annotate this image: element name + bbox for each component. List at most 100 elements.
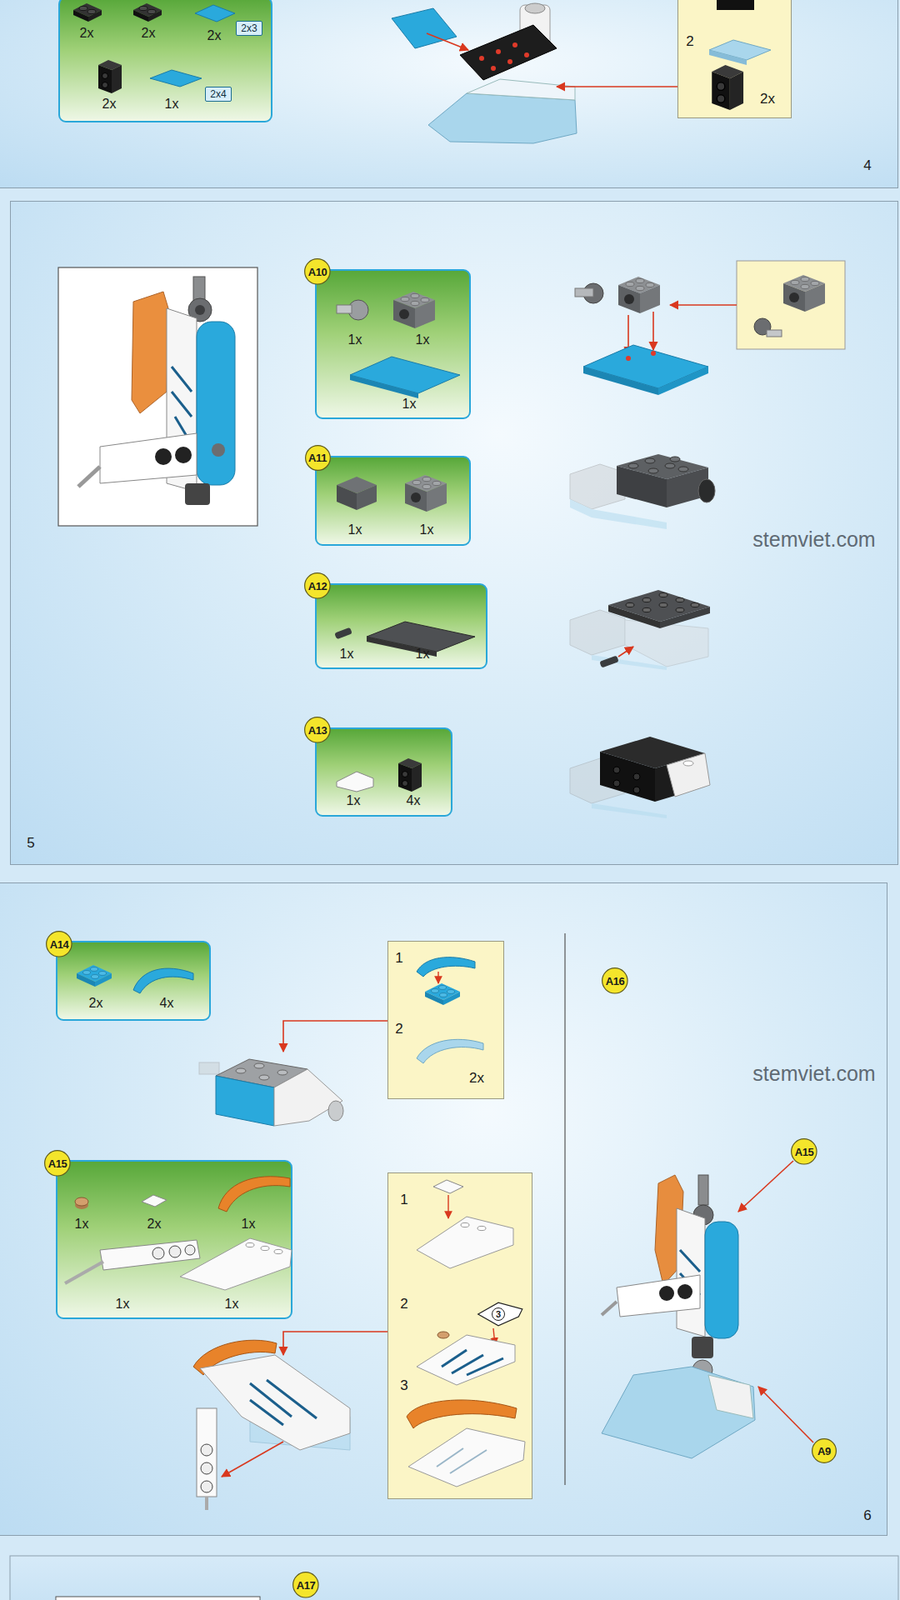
quantity-label: 1x (415, 647, 430, 661)
substep-drawing (406, 1400, 517, 1429)
quantity-label: 2x (80, 26, 95, 40)
assembly-step (193, 1340, 350, 1510)
finished-model-frame (196, 321, 235, 485)
step-number: A15 (795, 1146, 815, 1158)
part-icons (334, 627, 353, 640)
step-number: A17 (296, 1580, 316, 1591)
page-panel: 5A101x1x1xA111x1xA121x1xA131x4x (10, 200, 899, 865)
quantity-label: 2x (89, 996, 104, 1010)
assembly-step (583, 366, 659, 395)
model-drawing (512, 42, 518, 48)
badge-circle (305, 445, 330, 470)
page-panel: 6A142x4x122xA16A151x2x1x1x1x1233A15A9 (0, 882, 888, 1536)
sticker-number: 3 (491, 1307, 505, 1321)
substep-number: 1 (400, 1192, 408, 1207)
model-drawing (524, 52, 530, 58)
badge-circle (602, 968, 628, 994)
model-drawing (507, 59, 513, 65)
watermark: stemviet.com (752, 529, 875, 550)
badge-circle (812, 1439, 837, 1464)
substep-drawing (416, 1039, 484, 1064)
assembled-model (601, 1160, 814, 1459)
substep-drawing (408, 1428, 525, 1487)
part-icons (65, 1176, 292, 1290)
assembly-step (250, 1380, 317, 1425)
substep-drawing (416, 1335, 515, 1385)
substep-number: 1 (395, 950, 403, 965)
assembly-step (259, 1075, 270, 1080)
assembly-step (645, 458, 655, 464)
size-tag: 2x4 (205, 86, 232, 102)
substep-box: 122x (387, 940, 505, 1100)
step-number: A13 (308, 725, 328, 736)
assembly-step (250, 1408, 350, 1450)
assembly-step (613, 780, 620, 787)
size-label: 2x4 (210, 89, 226, 100)
assembly-step (583, 283, 604, 304)
substep-number: 2x (469, 1070, 485, 1085)
step-badge: A9 (811, 1438, 837, 1464)
substep-drawing (436, 1448, 487, 1474)
assembly-step (613, 766, 620, 774)
step-badge: A11 (305, 445, 331, 471)
assembly-step (274, 1069, 343, 1126)
substep-drawing (416, 957, 484, 1064)
assembly-step (648, 468, 659, 474)
assembly-step (196, 1408, 217, 1497)
assembly-step (627, 315, 630, 355)
assembled-model (698, 1175, 709, 1205)
assembly-step (642, 597, 651, 602)
parts-panel: 1x2x1x1x1x (55, 1160, 293, 1320)
assembly-step (591, 803, 667, 819)
part-icons (195, 5, 235, 22)
part-icons (336, 305, 352, 314)
substep-drawing (425, 983, 460, 1005)
badge-circle (791, 1139, 817, 1165)
model-drawing (391, 8, 457, 49)
part-icons (350, 356, 460, 394)
model-drawing (709, 50, 747, 65)
assembly-step (666, 753, 710, 797)
next-page-panel (10, 1555, 899, 1600)
part-icons (185, 1245, 195, 1255)
part-icons (100, 1240, 200, 1270)
quantity-label: 1x (348, 333, 363, 347)
model-drawing (460, 25, 557, 80)
assembly-step (215, 1059, 308, 1088)
substep-number: 3 (400, 1378, 408, 1393)
step-number: A14 (50, 939, 70, 950)
assembly-step (570, 464, 667, 530)
size-tag: 2x3 (235, 20, 263, 36)
part-icons (152, 1247, 165, 1260)
badge-circle (46, 931, 72, 957)
substep-drawing (493, 1328, 495, 1345)
substep-drawing (406, 1180, 525, 1487)
quantity-label: 1x (420, 523, 435, 537)
part-icons (218, 1176, 290, 1212)
substep-drawing (460, 1222, 470, 1227)
assembly-step (254, 1063, 265, 1069)
model-drawing (709, 40, 771, 60)
part-icons (366, 636, 437, 657)
assembly-step (570, 590, 710, 670)
model-drawing (525, 3, 545, 14)
step-badge: A10 (304, 258, 331, 285)
assembly-step (665, 463, 675, 469)
next-page-panel (10, 1555, 899, 1600)
assembly-step (570, 736, 710, 819)
page-panel: 42x2x2x2x1x2x32x422x (0, 0, 899, 189)
leader-arrow (221, 1441, 284, 1477)
finished-model-frame (58, 267, 258, 526)
assembly-step (277, 1070, 288, 1075)
finished-model-frame (100, 433, 197, 484)
part-icons (150, 70, 202, 87)
parts-panel: 1x1x1x (315, 269, 471, 420)
assembly-step (675, 597, 685, 602)
assembly-step (575, 288, 594, 297)
substep-drawing (433, 1180, 464, 1194)
badge-circle (293, 1572, 319, 1598)
step-badge: A13 (304, 716, 331, 744)
assembled-model (693, 1205, 714, 1225)
part-icons (73, 3, 235, 94)
assembly-step (570, 499, 667, 530)
